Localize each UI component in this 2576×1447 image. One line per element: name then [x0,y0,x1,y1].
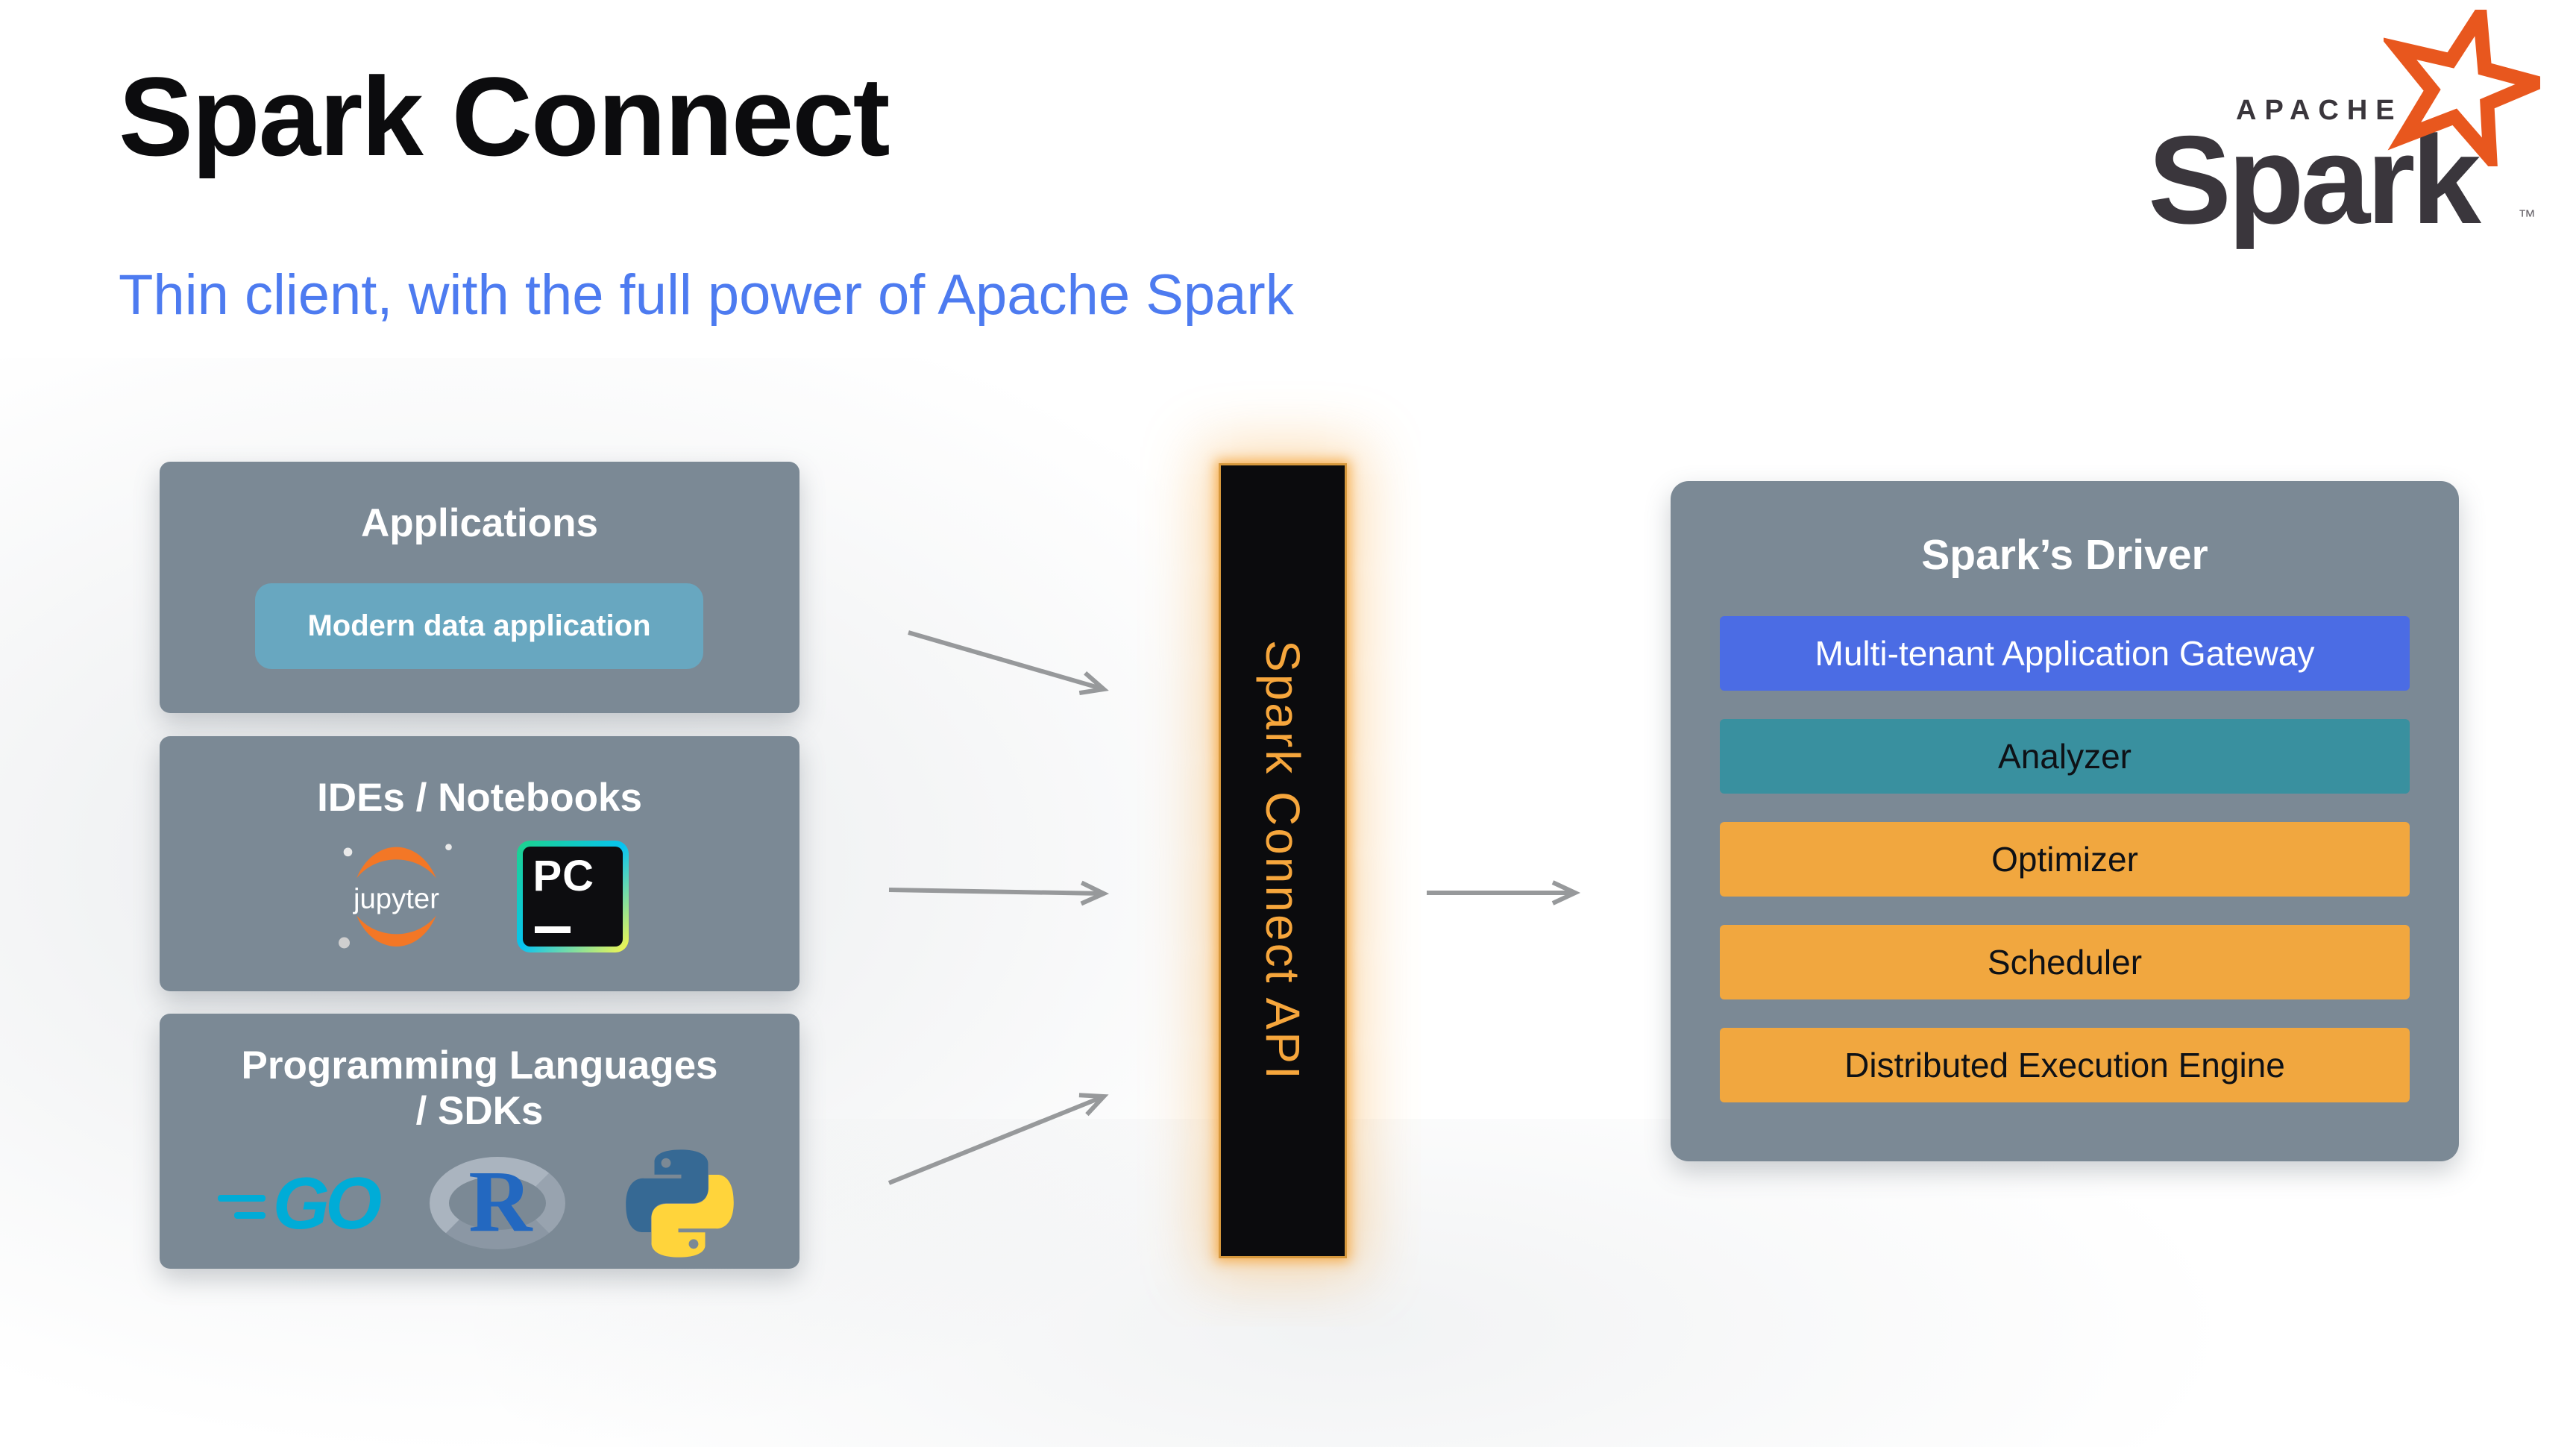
page-title: Spark Connect [119,54,890,179]
r-logo-icon: R [425,1151,571,1255]
arrow-languages-to-api [888,1093,1109,1185]
spark-driver-title: Spark’s Driver [1921,531,2208,579]
trademark-symbol: ™ [2518,207,2536,227]
slide-subtitle: Thin client, with the full power of Apac… [119,263,1294,327]
languages-sdks-title: Programming Languages / SDKs [241,1043,718,1133]
jupyter-logo-icon: jupyter [338,844,452,949]
spark-star-icon [2384,10,2540,166]
spark-connect-api-label: Spark Connect API [1256,640,1310,1082]
apache-spark-logo: APACHE Spark ™ [2148,10,2551,250]
r-letter: R [468,1152,533,1251]
arrow-ides-to-api [888,880,1110,906]
pycharm-logo-icon: PC [516,840,629,952]
ide-logos-row: jupyter PC [160,831,799,961]
driver-row-scheduler: Scheduler [1720,925,2410,999]
driver-rows: Multi-tenant Application Gateway Analyze… [1720,616,2410,1102]
python-logo-icon [626,1149,735,1258]
apache-label: APACHE [2236,95,2403,126]
spark-connect-api-bar: Spark Connect API [1219,463,1347,1258]
applications-title: Applications [360,501,599,545]
driver-row-analyzer: Analyzer [1720,719,2410,794]
pycharm-underscore [534,926,571,933]
driver-row-optimizer: Optimizer [1720,822,2410,897]
driver-row-execution: Distributed Execution Engine [1720,1028,2410,1102]
modern-data-application-chip: Modern data application [255,583,703,669]
applications-box: Applications Modern data application [160,462,799,713]
go-wordmark: GO [272,1161,382,1244]
go-logo-icon: GO [217,1161,382,1244]
pycharm-pc-label: PC [533,851,595,900]
languages-sdks-box: Programming Languages / SDKs GO R [160,1014,799,1269]
arrow-applications-to-api [908,630,1109,696]
ides-notebooks-title: IDEs / Notebooks [317,776,642,820]
language-logos-row: GO R [160,1142,799,1265]
driver-row-gateway: Multi-tenant Application Gateway [1720,616,2410,691]
go-speed-lines [217,1195,266,1220]
ides-notebooks-box: IDEs / Notebooks jupyter PC [160,736,799,991]
jupyter-wordmark: jupyter [352,882,439,914]
spark-driver-panel: Spark’s Driver Multi-tenant Application … [1671,481,2459,1161]
